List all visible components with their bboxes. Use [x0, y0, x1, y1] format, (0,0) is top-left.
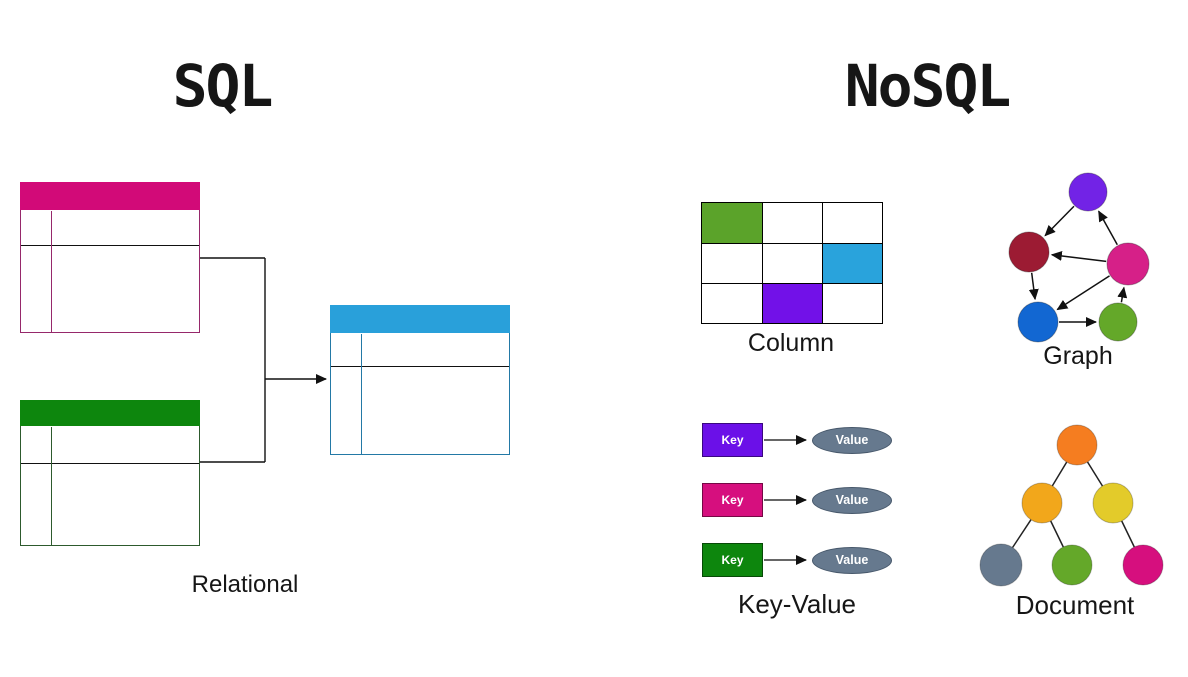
- table-pink-header: [20, 182, 200, 210]
- document-node-child-right: [1092, 482, 1134, 524]
- document-edge-child-right-to-leaf-pink: [1121, 520, 1135, 548]
- column-cell-empty: [822, 203, 882, 243]
- document-edge-root-to-child-right: [1086, 461, 1104, 487]
- key-box-2: Key: [702, 543, 763, 577]
- table-blue-row-divider: [331, 366, 509, 367]
- column-cell-filled: [822, 243, 882, 283]
- sql-title: SQL: [172, 52, 274, 120]
- table-blue: [330, 305, 510, 455]
- nosql-title: NoSQL: [844, 52, 1012, 120]
- table-green-column-divider: [51, 427, 52, 545]
- column-grid: [701, 202, 883, 324]
- graph-edge-dark-red-to-blue: [1028, 272, 1039, 301]
- value-ellipse-2: Value: [812, 546, 892, 574]
- document-node-child-left: [1021, 482, 1063, 524]
- document-node-leaf-gray: [979, 543, 1023, 587]
- document-caption: Document: [1015, 590, 1135, 620]
- graph-node-magenta: [1106, 242, 1150, 286]
- document-node-leaf-green: [1051, 544, 1093, 586]
- relational-caption: Relational: [191, 571, 299, 598]
- document-edge-child-left-to-leaf-green: [1050, 520, 1064, 548]
- column-cell-filled: [762, 283, 822, 323]
- document-edge-child-left-to-leaf-gray: [1011, 519, 1032, 548]
- graph-node-green: [1098, 302, 1138, 342]
- table-blue-header: [330, 305, 510, 333]
- table-green-header: [20, 400, 200, 426]
- table-pink-column-divider: [51, 211, 52, 332]
- graph-edge-magenta-to-dark-red: [1050, 251, 1107, 263]
- column-cell-empty: [822, 283, 882, 323]
- key-value-caption: Key-Value: [737, 589, 857, 619]
- value-ellipse-0: Value: [812, 426, 892, 454]
- table-pink: [20, 182, 200, 333]
- graph-edge-green-to-magenta: [1117, 286, 1128, 303]
- graph-node-blue: [1017, 301, 1059, 343]
- table-blue-column-divider: [361, 334, 362, 454]
- graph-node-dark-red: [1008, 231, 1050, 273]
- document-node-leaf-pink: [1122, 544, 1164, 586]
- key-box-0: Key: [702, 423, 763, 457]
- column-cell-empty: [702, 283, 762, 323]
- key-box-1: Key: [702, 483, 763, 517]
- column-caption: Column: [747, 329, 835, 357]
- column-cell-empty: [762, 203, 822, 243]
- column-cell-empty: [702, 243, 762, 283]
- graph-caption: Graph: [1043, 342, 1113, 370]
- graph-edge-violet-to-dark-red: [1044, 205, 1075, 237]
- table-green: [20, 400, 200, 546]
- column-cell-filled: [702, 203, 762, 243]
- document-edge-root-to-child-left: [1051, 461, 1068, 487]
- graph-node-violet: [1068, 172, 1108, 212]
- document-node-root: [1056, 424, 1098, 466]
- value-ellipse-1: Value: [812, 486, 892, 514]
- column-cell-empty: [762, 243, 822, 283]
- graph-edge-magenta-to-blue: [1056, 275, 1110, 311]
- graph-edge-magenta-to-violet: [1098, 210, 1118, 246]
- table-pink-row-divider: [21, 245, 199, 246]
- table-green-row-divider: [21, 463, 199, 464]
